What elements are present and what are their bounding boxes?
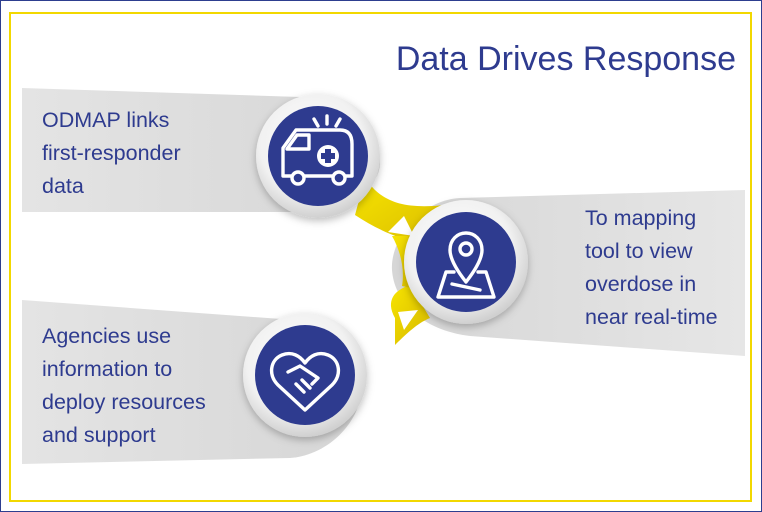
step-3-label: Agencies use information to deploy resou… [42, 320, 206, 452]
step-2-badge [404, 200, 528, 324]
step-3-line-3: deploy resources [42, 390, 206, 414]
step-2-line-1: To mapping [585, 206, 697, 230]
diagram-title: Data Drives Response [395, 40, 736, 78]
step-3-line-1: Agencies use [42, 324, 172, 348]
inner-frame [9, 12, 752, 502]
step-3-badge [243, 313, 367, 437]
step-3-line-4: and support [42, 423, 156, 447]
step-1-line-2: first-responder [42, 141, 181, 165]
step-3-line-2: information to [42, 357, 173, 381]
step-1-line-3: data [42, 174, 84, 198]
step-2-line-3: overdose in [585, 272, 697, 296]
chevron-1-icon [388, 216, 414, 236]
heart-handshake-icon [270, 351, 340, 412]
step-2-label: To mapping tool to view overdose in near… [585, 202, 718, 334]
medical-cross-icon [317, 145, 339, 167]
step-2-line-4: near real-time [585, 305, 718, 329]
ambulance-icon [281, 114, 354, 186]
step-1-line-1: ODMAP links [42, 108, 170, 132]
chevron-2-icon [398, 310, 418, 330]
map-pin-icon [436, 231, 496, 299]
step-2-line-2: tool to view [585, 239, 693, 263]
step-1-label: ODMAP links first-responder data [42, 104, 181, 203]
